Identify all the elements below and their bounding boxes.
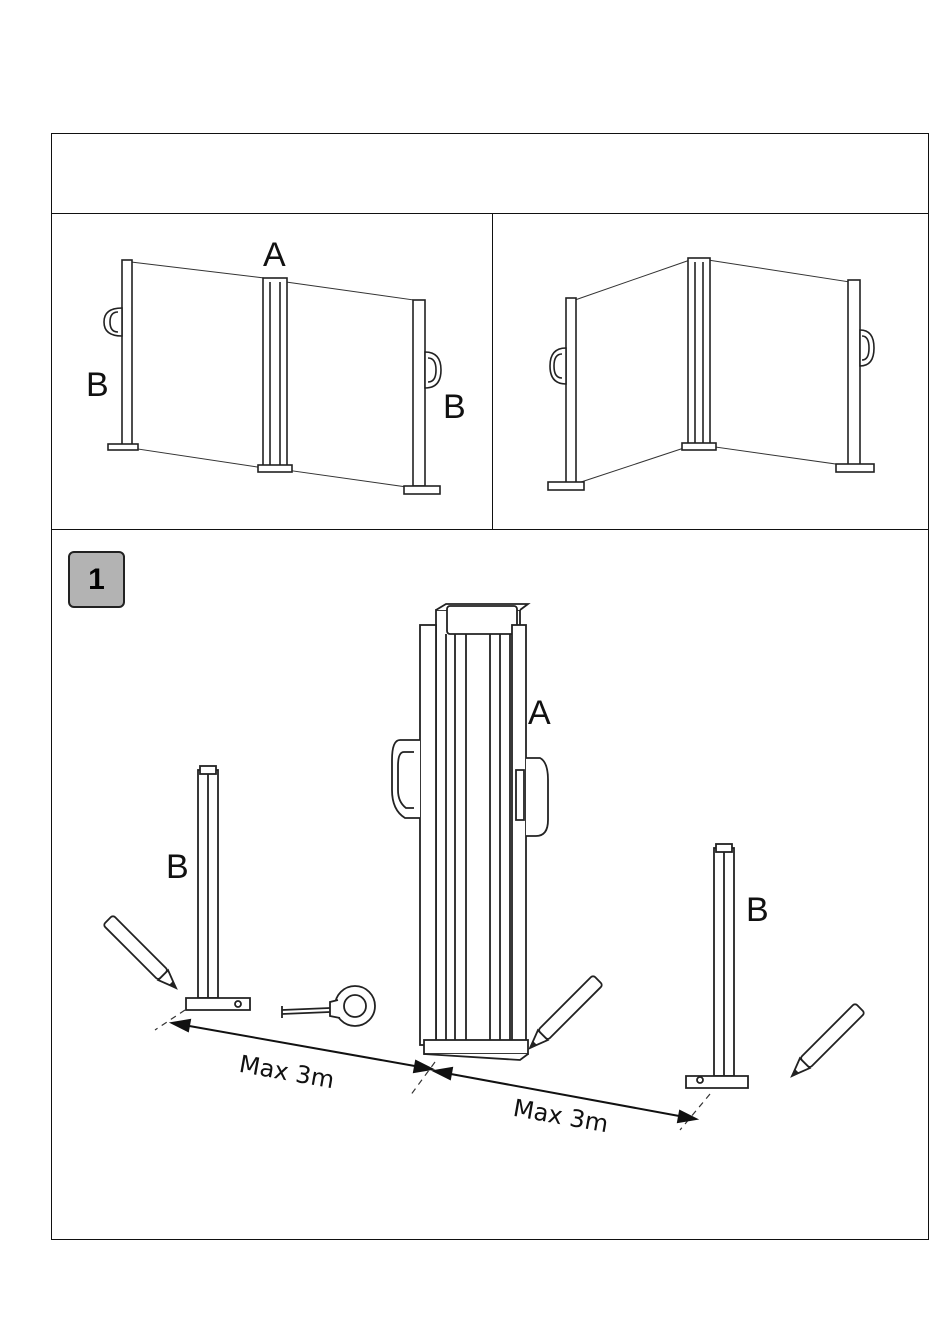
label-a-step1: A [528, 696, 551, 730]
label-b-left-step1: B [166, 850, 189, 884]
label-b-right-step1: B [746, 893, 769, 927]
